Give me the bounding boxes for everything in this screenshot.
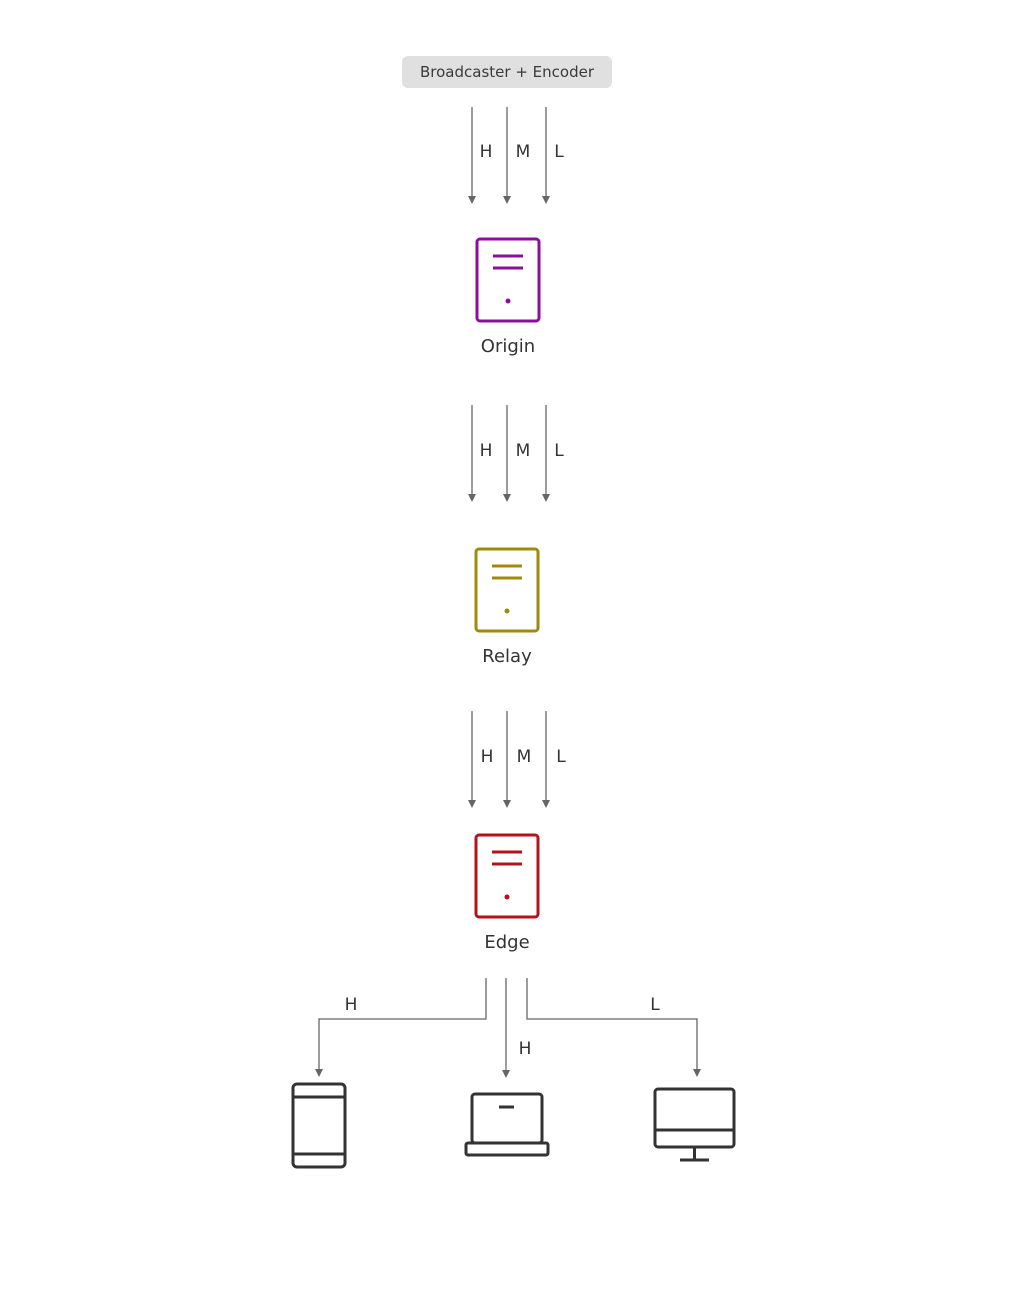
edge-server-icon <box>474 833 540 919</box>
relay-label: Relay <box>482 646 532 667</box>
edge-to-devices-arrows <box>315 978 701 1078</box>
phone-rendition-label: H <box>345 995 358 1015</box>
relay-server-icon <box>474 547 540 633</box>
desktop-rendition-label: L <box>650 995 660 1015</box>
relay-to-edge-arrows <box>468 711 550 808</box>
laptop-rendition-label: H <box>519 1039 532 1059</box>
desktop-monitor-icon <box>653 1087 736 1162</box>
broadcaster-encoder-box: Broadcaster + Encoder <box>402 56 612 88</box>
arrow-to-phone <box>315 978 487 1077</box>
rendition-label-medium: M <box>516 142 531 162</box>
encoder-to-origin-arrows <box>468 107 550 204</box>
edge-label: Edge <box>484 932 529 953</box>
broadcaster-encoder-label: Broadcaster + Encoder <box>420 63 594 81</box>
rendition-label-high: H <box>481 747 494 767</box>
rendition-label-medium: M <box>517 747 532 767</box>
laptop-icon <box>464 1092 550 1157</box>
origin-label: Origin <box>481 336 535 357</box>
rendition-label-medium: M <box>516 441 531 461</box>
rendition-label-low: L <box>556 747 566 767</box>
smartphone-icon <box>291 1082 347 1169</box>
arrow-to-desktop <box>526 978 701 1077</box>
origin-to-relay-arrows <box>468 405 550 502</box>
rendition-label-high: H <box>480 441 493 461</box>
rendition-label-low: L <box>554 441 564 461</box>
origin-server-icon <box>475 237 541 323</box>
rendition-label-low: L <box>554 142 564 162</box>
rendition-label-high: H <box>480 142 493 162</box>
